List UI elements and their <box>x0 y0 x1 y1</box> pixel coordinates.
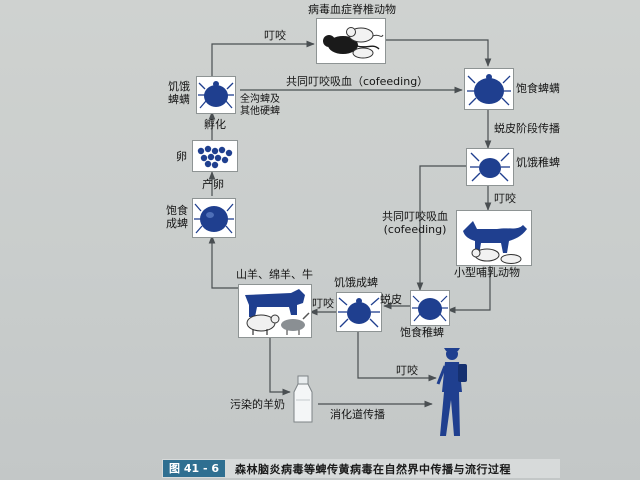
label-hungry-adult: 饥饿成蜱 <box>334 276 378 289</box>
label-bite-mid: 叮咬 <box>494 192 516 205</box>
milk-bottle-icon <box>290 374 316 426</box>
label-engorged-nymph: 饱食稚蜱 <box>400 326 444 339</box>
eggs-icon <box>192 140 238 172</box>
arrow-cofeeding-mid <box>416 165 466 291</box>
engorged-adult-tick-icon <box>192 198 236 238</box>
label-hungry-ticks: 饥饿 蜱螨 <box>168 80 190 106</box>
label-eggs: 卵 <box>176 150 187 163</box>
rodents-icon <box>316 18 386 64</box>
engorged-ticks-icon <box>464 68 514 110</box>
label-engorged-adult: 饱食 成蜱 <box>166 204 188 230</box>
label-engorged-ticks-top: 饱食蜱螨 <box>516 82 560 95</box>
label-hatch: 孵化 <box>204 118 226 131</box>
hiker-icon <box>432 344 472 440</box>
label-cofeeding-mid: 共同叮咬吸血 (cofeeding) <box>382 210 448 236</box>
label-cofeeding-top: 共同叮咬吸血（cofeeding） <box>286 75 429 88</box>
arrow-bite-human <box>357 330 437 382</box>
hungry-adult-tick-icon <box>336 292 382 332</box>
label-molt: 蜕皮 <box>380 293 402 306</box>
figure-caption: 图 41 - 6 森林脑炎病毒等蜱传黄病毒在自然界中传播与流行过程 <box>162 459 560 478</box>
label-viremic-rodents: 病毒血症脊椎动物 <box>308 3 396 16</box>
hungry-ticks-icon <box>196 76 236 114</box>
label-lay-eggs: 产卵 <box>202 178 224 191</box>
label-bite-human: 叮咬 <box>396 364 418 377</box>
label-contaminated-milk: 污染的羊奶 <box>230 398 285 411</box>
figure-title: 森林脑炎病毒等蜱传黄病毒在自然界中传播与流行过程 <box>235 462 512 476</box>
livestock-icon <box>238 284 312 338</box>
label-hungry-nymph: 饥饿稚蜱 <box>516 156 560 169</box>
hungry-nymph-icon <box>466 148 514 186</box>
engorged-nymph-icon <box>410 290 450 326</box>
label-small-mammals: 小型哺乳动物 <box>454 266 520 279</box>
label-livestock: 山羊、绵羊、牛 <box>236 268 313 281</box>
arrow-rodents-to-engorged <box>386 39 492 67</box>
arrow-livestock-to-milk <box>269 336 291 396</box>
label-bite-livestock: 叮咬 <box>312 297 334 310</box>
label-molt-transmission: 蜕皮阶段传播 <box>494 122 560 135</box>
figure-number: 图 41 - 6 <box>163 460 226 477</box>
fox-icon <box>456 210 532 266</box>
label-bite-top: 叮咬 <box>264 29 286 42</box>
arrow-mammals-to-nymph <box>447 262 491 314</box>
label-digestive-transmission: 消化道传播 <box>330 408 385 421</box>
arrow-livestock-to-adult <box>208 235 238 289</box>
label-all-stages: 全沟蜱及 其他硬蜱 <box>240 94 280 117</box>
arrow-bite-top <box>211 40 315 76</box>
